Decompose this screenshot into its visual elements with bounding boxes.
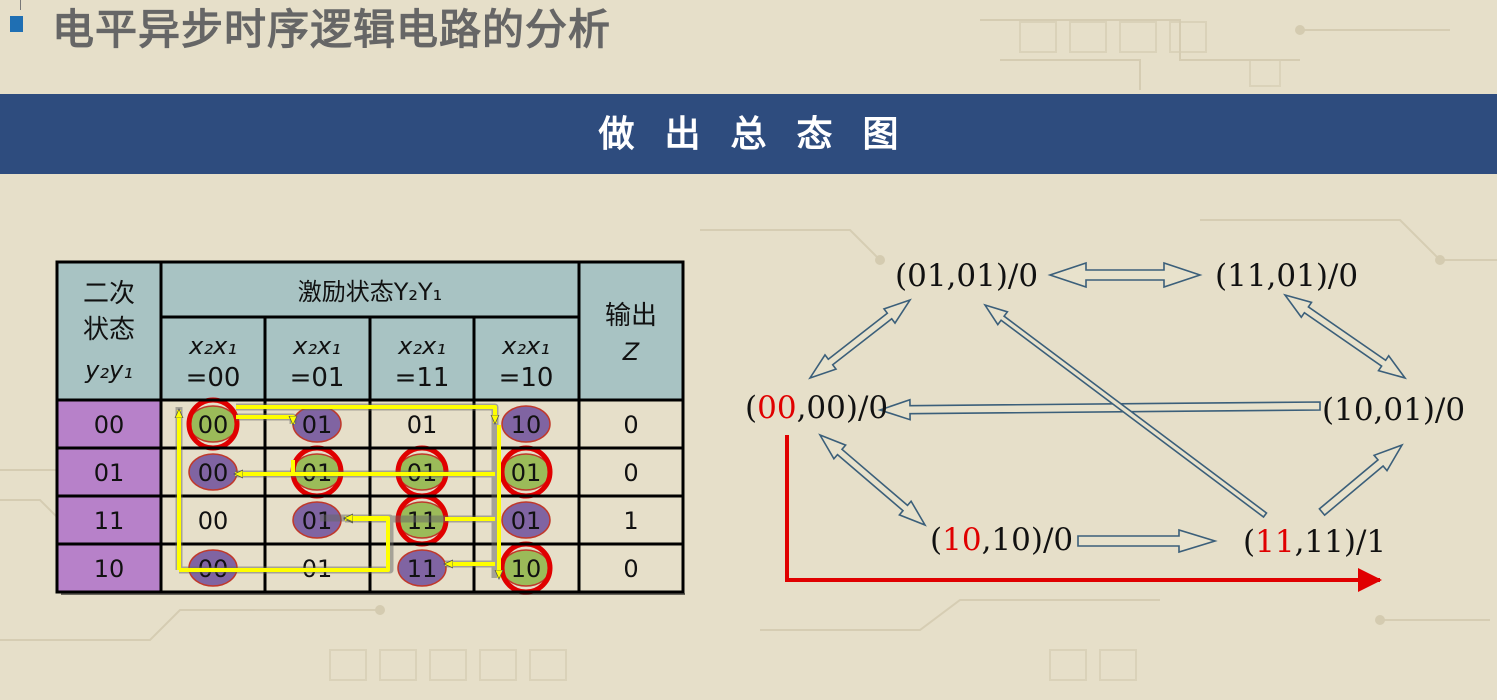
node-11-01: (11,01)/0 (1215, 258, 1359, 294)
next-state-cell: 10 (511, 555, 542, 583)
next-state-cell: 00 (198, 459, 229, 487)
unstable-state-oval (501, 501, 551, 539)
state-cell: 11 (94, 507, 125, 535)
excitation-state-label: 激励状态Y₂Y₁ (298, 278, 443, 306)
unstable-state-oval (501, 405, 551, 443)
secondary-state-label-1: 二次 (83, 279, 135, 309)
section-banner: 做出总态图 (0, 94, 1497, 174)
output-cell: 0 (623, 411, 638, 439)
arrow-1010-1111 (1077, 528, 1218, 554)
next-state-cell: 01 (511, 459, 542, 487)
state-cell: 01 (94, 459, 125, 487)
node-10-10: (10,10)/0 (930, 522, 1074, 558)
next-state-cell: 10 (511, 411, 542, 439)
node-10-01: (10,01)/0 (1322, 392, 1466, 428)
input-combination-header: =00 (186, 363, 241, 393)
arrow-1111-0101 (983, 303, 1268, 519)
page-title: 电平异步时序逻辑电路的分析 (52, 5, 612, 54)
excitation-header-cell (161, 262, 579, 317)
arrow-1111-1001 (1318, 443, 1404, 517)
node-01-01: (01,01)/0 (895, 258, 1039, 294)
arrow-0101-0000 (808, 298, 912, 380)
state-cell: 00 (94, 411, 125, 439)
output-label: 输出 (605, 301, 657, 331)
output-cell: 0 (623, 555, 638, 583)
arrow-1101-1001 (1282, 293, 1408, 380)
secondary-state-header-cell (57, 262, 161, 400)
next-state-cell: 01 (302, 411, 333, 439)
stable-path-arrow (785, 435, 1382, 592)
state-cell: 10 (94, 555, 125, 583)
title-guide-line (20, 0, 21, 10)
next-state-cell: 11 (407, 555, 438, 583)
next-state-cell: 01 (511, 507, 542, 535)
output-cell: 0 (623, 459, 638, 487)
input-combination-header: =01 (290, 363, 345, 393)
next-state-cell: 00 (198, 507, 229, 535)
arrow-0101-1101 (1047, 261, 1203, 289)
arrow-1001-0000 (877, 398, 1321, 421)
next-state-cell: 01 (407, 411, 438, 439)
node-11-11: (11,11)/1 (1243, 524, 1387, 560)
input-var-header: x₂x₁ (501, 332, 550, 360)
banner-title: 做出总态图 (598, 114, 929, 155)
input-var-header: x₂x₁ (292, 332, 341, 360)
input-combination-header: =10 (499, 363, 554, 393)
input-var-header: x₂x₁ (188, 332, 237, 360)
input-headers: x₂x₁ =00 x₂x₁ =01 x₂x₁ =11 x₂x₁ =10 (186, 332, 554, 393)
node-00-00: (00,00)/0 (745, 390, 889, 426)
title-bullet-icon (10, 16, 23, 32)
next-state-cell: 00 (198, 411, 229, 439)
arrow-0000-1010 (818, 433, 927, 527)
transition-arrows (179, 403, 499, 578)
secondary-vars-label: y₂y₁ (84, 356, 133, 384)
state-diagram (785, 261, 1408, 592)
output-var-label: Z (622, 338, 640, 366)
output-cell: 1 (623, 507, 638, 535)
transition-arrows (808, 261, 1408, 554)
flow-table: 二次 状态 y₂y₁ 激励状态Y₂Y₁ 输出 Z x₂x₁=00x₂x₁=01x… (55, 260, 685, 595)
secondary-state-label-2: 状态 (83, 315, 135, 345)
input-combination-header: =11 (395, 363, 450, 393)
input-var-header: x₂x₁ (397, 332, 446, 360)
output-header-cell (579, 262, 683, 400)
